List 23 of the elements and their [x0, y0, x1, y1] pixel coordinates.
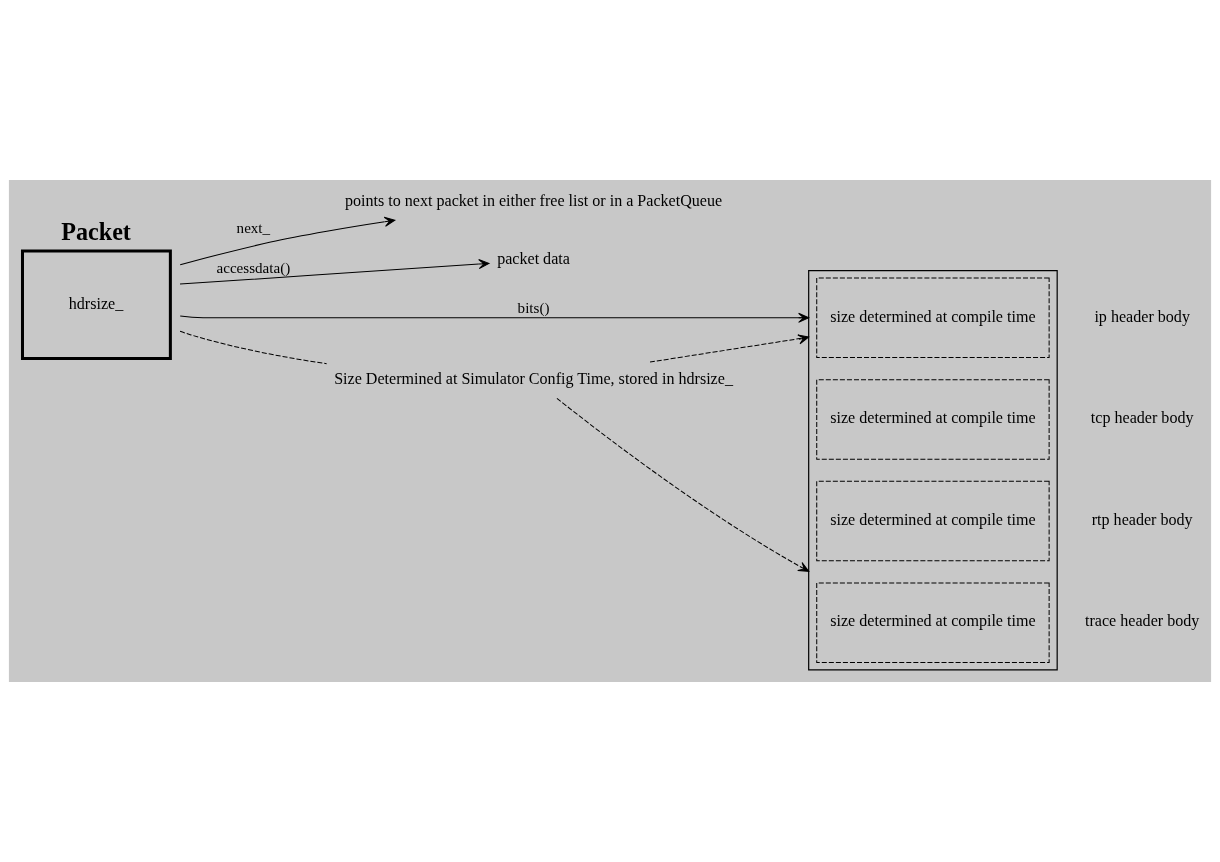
edge-label: accessdata() — [216, 259, 291, 276]
node-box: size determined at compile time — [816, 480, 1050, 562]
arrow — [179, 216, 396, 266]
connector — [179, 330, 328, 365]
edge-label: next_ — [236, 220, 271, 237]
node-box: size determined at compile time — [816, 379, 1050, 460]
cluster — [808, 269, 1058, 671]
node-text: Size Determined at Simulator Config Time, stored in hdrsize_ — [334, 370, 733, 388]
arrow — [556, 397, 810, 572]
arrow — [179, 312, 810, 323]
arrow — [179, 259, 490, 285]
node-text: points to next packet in either free list or in a PacketQueue — [344, 191, 723, 209]
node-label: tcp header body — [1090, 409, 1194, 427]
node-box: size determined at compile time — [816, 277, 1050, 359]
node-label: Packet — [61, 217, 131, 245]
node-text: packet data — [497, 250, 570, 268]
node-label: trace header body — [1085, 612, 1200, 630]
node-label: rtp header body — [1091, 510, 1193, 528]
node-label: ip header body — [1094, 307, 1190, 325]
edge-label: bits() — [517, 299, 550, 316]
arrow — [649, 334, 810, 363]
node-box: size determined at compile time — [816, 582, 1050, 663]
node-box: hdrsize_ — [20, 249, 172, 361]
